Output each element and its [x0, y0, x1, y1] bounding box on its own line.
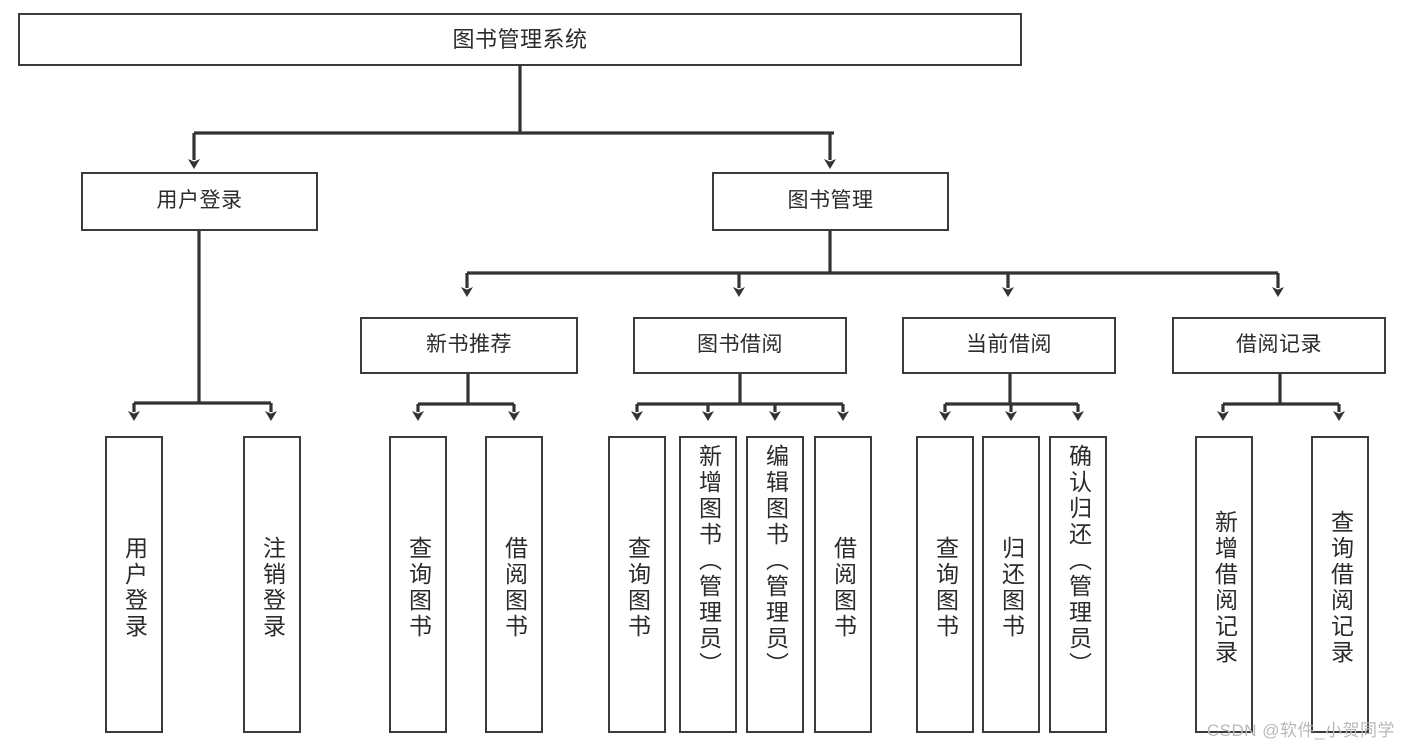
- leaf-edit-book[interactable]: 编辑图书（管理员）: [746, 436, 804, 733]
- node-label: 新增借阅记录: [1211, 509, 1238, 666]
- leaf-borrow-book-recommend[interactable]: 借阅图书: [485, 436, 543, 733]
- node-label: 编辑图书（管理员）: [762, 444, 789, 678]
- leaf-confirm-return[interactable]: 确认归还（管理员）: [1049, 436, 1107, 733]
- leaf-query-borrow-record[interactable]: 查询借阅记录: [1311, 436, 1369, 733]
- node-label: 查询图书: [624, 535, 651, 640]
- node-current-borrow[interactable]: 当前借阅: [902, 317, 1116, 374]
- node-borrow-record[interactable]: 借阅记录: [1172, 317, 1386, 374]
- node-label: 新书推荐: [426, 333, 512, 357]
- node-book-management[interactable]: 图书管理: [712, 172, 949, 231]
- node-label: 查询借阅记录: [1327, 509, 1354, 666]
- node-label: 借阅图书: [501, 535, 528, 640]
- node-label: 借阅记录: [1236, 333, 1322, 357]
- node-root-system[interactable]: 图书管理系统: [18, 13, 1022, 66]
- leaf-user-login[interactable]: 用户登录: [105, 436, 163, 733]
- leaf-logout[interactable]: 注销登录: [243, 436, 301, 733]
- leaf-query-book-borrow[interactable]: 查询图书: [608, 436, 666, 733]
- csdn-watermark: CSDN @软件_小贺同学: [1206, 721, 1395, 740]
- node-label: 查询图书: [405, 535, 432, 640]
- leaf-query-book-recommend[interactable]: 查询图书: [389, 436, 447, 733]
- node-book-borrow[interactable]: 图书借阅: [633, 317, 847, 374]
- node-new-book-recommend[interactable]: 新书推荐: [360, 317, 578, 374]
- node-label: 图书管理系统: [452, 26, 588, 52]
- node-label: 注销登录: [259, 535, 286, 640]
- leaf-add-borrow-record[interactable]: 新增借阅记录: [1195, 436, 1253, 733]
- node-label: 查询图书: [932, 535, 959, 640]
- node-user-login[interactable]: 用户登录: [81, 172, 318, 231]
- leaf-borrow-book-borrow[interactable]: 借阅图书: [814, 436, 872, 733]
- node-label: 确认归还（管理员）: [1065, 444, 1092, 678]
- leaf-query-book-current[interactable]: 查询图书: [916, 436, 974, 733]
- node-label: 用户登录: [121, 535, 148, 640]
- node-label: 图书借阅: [697, 333, 783, 357]
- node-label: 图书管理: [787, 189, 874, 213]
- leaf-return-book[interactable]: 归还图书: [982, 436, 1040, 733]
- node-label: 用户登录: [156, 189, 243, 213]
- leaf-add-book[interactable]: 新增图书（管理员）: [679, 436, 737, 733]
- node-label: 新增图书（管理员）: [695, 444, 722, 678]
- node-label: 归还图书: [998, 535, 1025, 640]
- node-label: 当前借阅: [966, 333, 1052, 357]
- node-label: 借阅图书: [830, 535, 857, 640]
